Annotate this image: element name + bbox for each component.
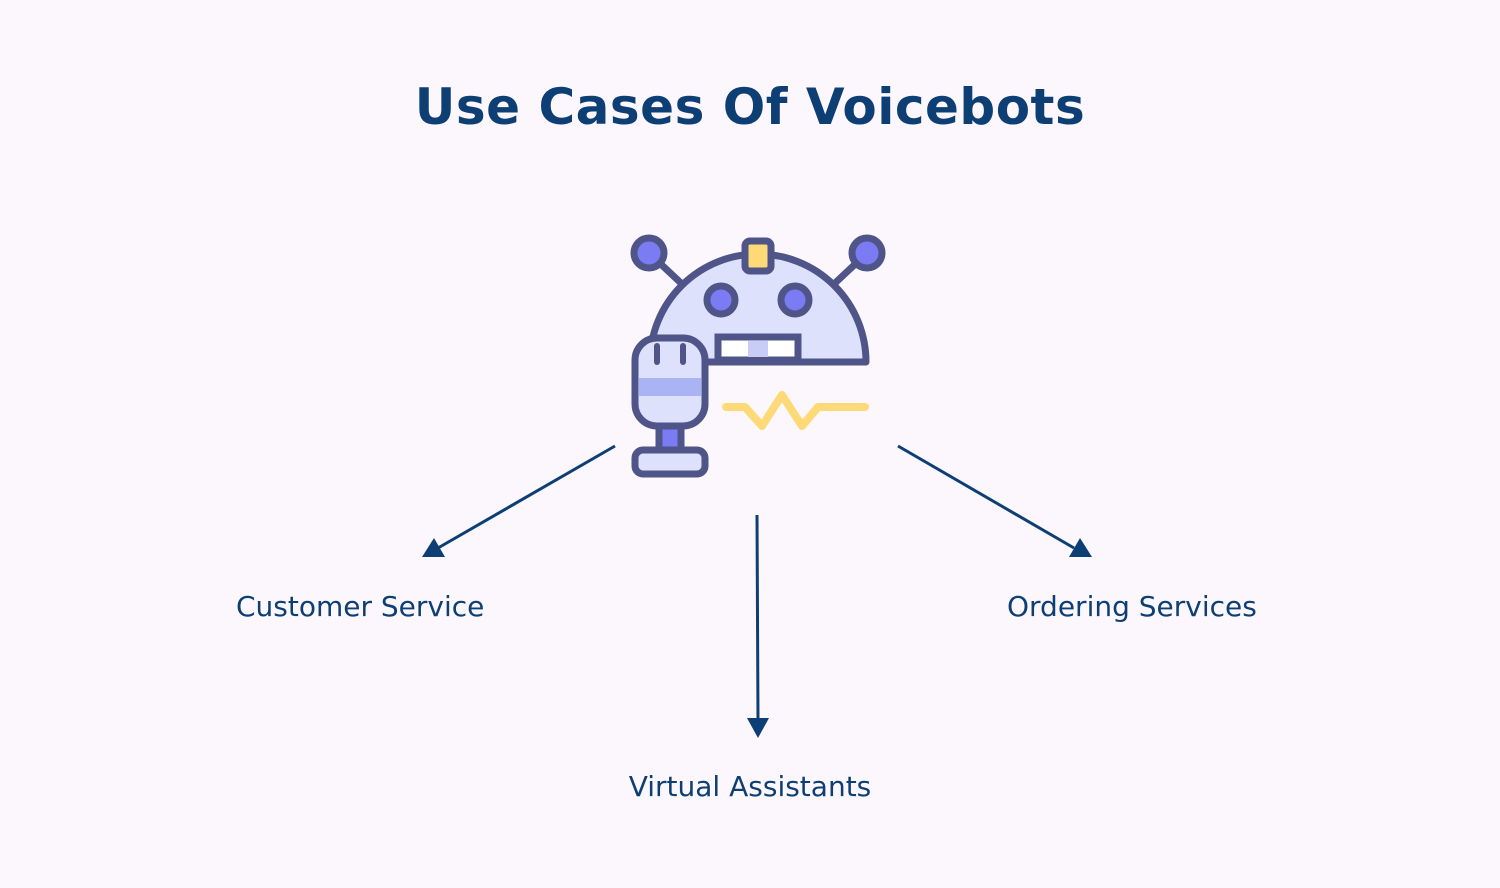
eye-right-icon: [777, 282, 813, 318]
eye-left-icon: [703, 282, 739, 318]
arrow-to-virtual-assistants: [755, 514, 760, 721]
use-case-virtual-assistants: Virtual Assistants: [628, 770, 872, 803]
arrowhead-customer-service: [422, 538, 445, 557]
top-light-icon: [741, 237, 775, 275]
antenna-left-icon: [630, 234, 686, 288]
arrowhead-virtual-assistants: [747, 718, 769, 738]
sound-wave-icon: [722, 391, 869, 430]
page-title: Use Cases Of Voicebots: [414, 78, 1086, 136]
voicebot-icon: [630, 234, 886, 478]
use-case-customer-service: Customer Service: [236, 590, 485, 623]
arrow-to-ordering-services: [897, 444, 1075, 550]
arrowhead-ordering-services: [1069, 538, 1092, 557]
microphone-icon: [631, 334, 709, 478]
antenna-right-icon: [830, 234, 886, 288]
use-case-ordering-services: Ordering Services: [1007, 590, 1257, 623]
arrow-to-customer-service: [437, 444, 616, 550]
